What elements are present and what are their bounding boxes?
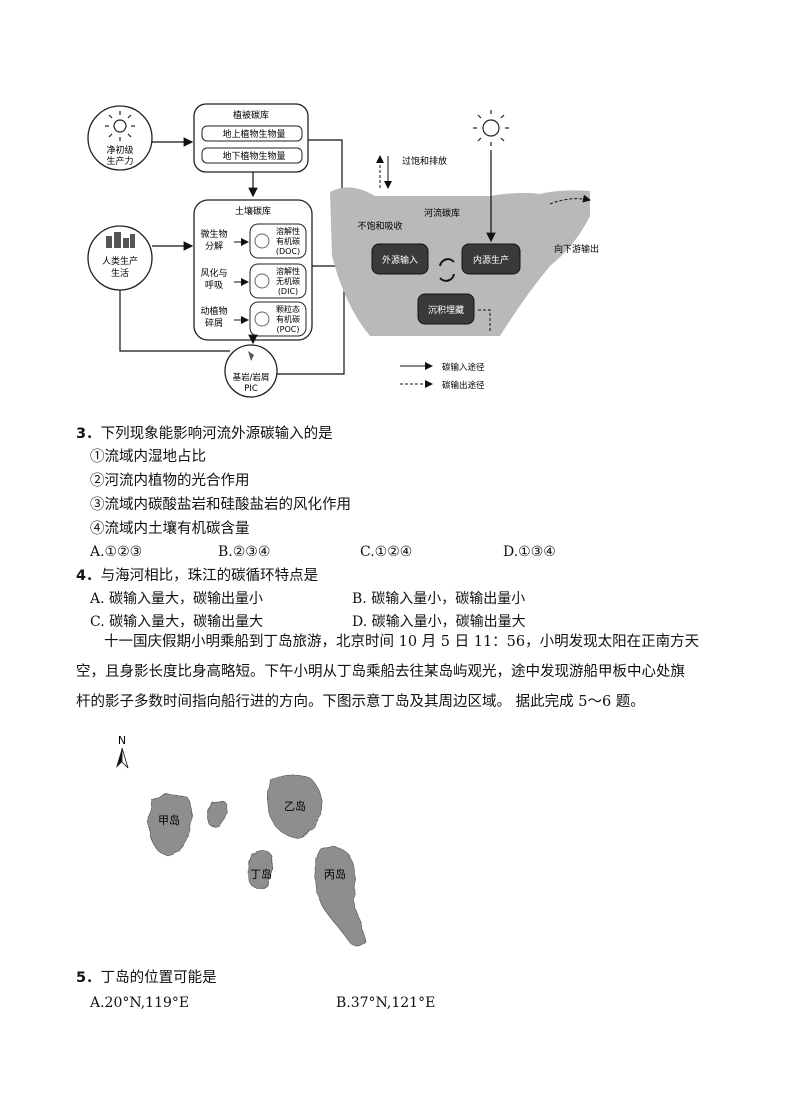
label-jia: 甲岛 (158, 813, 180, 827)
river-pool-title: 河流碳库 (424, 207, 460, 219)
north-arrow-icon: N (116, 734, 129, 769)
q3-option-c[interactable]: C.①②④ (360, 544, 413, 560)
weathering-1: 风化与 (200, 267, 227, 279)
river-pool: 河流碳库 不饱和吸收 外源输入 内源生产 沉积埋藏 (330, 187, 590, 336)
doc-2: 有机碳 (276, 236, 300, 246)
debris-1: 动植物 (200, 305, 227, 317)
q3-item-3: ③流域内碳酸盐岩和硅酸盐岩的风化作用 (90, 497, 351, 513)
q5-number: 5． (76, 970, 101, 986)
debris-2: 碎屑 (205, 317, 223, 329)
q3-item-1: ①流域内湿地占比 (90, 449, 206, 465)
doc-1: 溶解性 (276, 226, 300, 236)
dic-3: (DIC) (278, 287, 298, 296)
label-yi: 乙岛 (284, 799, 306, 813)
q3-option-d[interactable]: D.①③④ (503, 544, 556, 560)
npp-node: 净初级 生产力 (87, 105, 153, 171)
island-map: N 甲岛 乙岛 丁岛 丙岛 (116, 734, 367, 947)
city-icon (106, 232, 135, 248)
legend-in: 碳输入途径 (442, 362, 485, 373)
island-bing (315, 846, 367, 947)
q3-number: 3． (76, 426, 101, 442)
dic-1: 溶解性 (276, 266, 300, 276)
q5-option-a[interactable]: A.20°N,119°E (90, 995, 190, 1011)
human-label-2: 生活 (111, 267, 129, 279)
below-ground-label: 地下植物生物量 (222, 150, 285, 162)
human-label-1: 人类生产 (102, 255, 138, 267)
sun-icon (105, 111, 135, 141)
diagram-legend: 碳输入途径 碳输出途径 (400, 362, 485, 391)
dic-2: 无机碳 (276, 276, 300, 286)
bedrock-label-1: 基岩/岩屑 (233, 372, 270, 383)
sun-icon-right (473, 110, 509, 146)
q3-stem-text: 下列现象能影响河流外源碳输入的是 (100, 426, 333, 442)
q4-stem: 4．与海河相比，珠江的碳循环特点是 (76, 566, 318, 586)
micro-decomp-2: 分解 (205, 240, 223, 252)
vegetation-pool: 植被碳库 地上植物生物量 地下植物生物量 (193, 103, 309, 173)
external-input-label: 外源输入 (382, 254, 418, 266)
micro-decomp-1: 微生物 (200, 228, 227, 240)
npp-label-2: 生产力 (106, 155, 133, 167)
sediment-label: 沉积埋藏 (428, 304, 464, 316)
q3-item-2: ②河流内植物的光合作用 (90, 473, 250, 489)
label-bing: 丙岛 (324, 867, 346, 881)
cycle-arrows-icon (439, 258, 455, 282)
bedrock-label-2: PIC (244, 384, 258, 394)
island-yi (267, 774, 323, 839)
npp-label-1: 净初级 (106, 144, 133, 156)
above-ground-label: 地上植物生物量 (222, 128, 285, 140)
q4-option-a[interactable]: A. 碳输入量大，碳输出量小 (90, 591, 264, 607)
soil-pool-title: 土壤碳库 (235, 205, 271, 217)
vegetation-pool-title: 植被碳库 (233, 109, 269, 121)
poc-1: 颗粒态 (276, 304, 300, 314)
q3-stem: 3．下列现象能影响河流外源碳输入的是 (76, 424, 333, 444)
island-jia (148, 794, 193, 857)
north-label: N (118, 734, 126, 747)
weathering-2: 呼吸 (205, 280, 223, 291)
q4-stem-text: 与海河相比，珠江的碳循环特点是 (100, 568, 319, 584)
passage-line-2: 空，且身影长度比身高略短。下午小明从丁岛乘船去往某岛屿观光，途中发现游船甲板中心… (76, 664, 685, 680)
legend-out: 碳输出途径 (442, 380, 485, 391)
passage-line-1: 十一国庆假期小明乘船到丁岛旅游，北京时间 10 月 5 日 11：56，小明发现… (104, 634, 700, 650)
poc-3: (POC) (277, 325, 300, 334)
q4-option-b[interactable]: B. 碳输入量小，碳输出量小 (352, 591, 526, 607)
downstream-label: 向下游输出 (554, 243, 599, 255)
q5-option-b[interactable]: B.37°N,121°E (336, 995, 436, 1011)
bedrock-node: 基岩/岩屑 PIC (224, 344, 278, 398)
island-ding (247, 850, 273, 889)
q4-option-c[interactable]: C. 碳输入量大，碳输出量大 (90, 614, 264, 630)
doc-3: (DOC) (276, 247, 300, 256)
q3-option-b[interactable]: B.②③④ (218, 544, 271, 560)
supersat-label: 过饱和排放 (402, 155, 447, 167)
unsat-label: 不饱和吸收 (357, 220, 402, 232)
passage-line-3: 杆的影子多数时间指向船行进的方向。下图示意丁岛及其周边区域。 据此完成 5～6 … (76, 694, 645, 710)
q5-stem-text: 丁岛的位置可能是 (100, 970, 217, 986)
poc-2: 有机碳 (276, 314, 300, 324)
q4-option-d[interactable]: D. 碳输入量小，碳输出量大 (352, 614, 526, 630)
q3-item-4: ④流域内土壤有机碳含量 (90, 521, 250, 537)
internal-prod-label: 内源生产 (473, 254, 509, 266)
label-ding: 丁岛 (250, 867, 272, 881)
carbon-cycle-diagram: 净初级 生产力 植被碳库 地上植物生物量 地下植物生物量 人类生产 生活 土壤碳… (87, 103, 599, 398)
soil-pool: 土壤碳库 微生物 分解 风化与 呼吸 动植物 碎屑 溶解性 有机碳 (DOC) … (193, 199, 313, 341)
island-small (207, 800, 229, 828)
q5-stem: 5．丁岛的位置可能是 (76, 968, 217, 988)
human-node: 人类生产 生活 (87, 225, 153, 291)
q4-number: 4． (76, 568, 101, 584)
q3-option-a[interactable]: A.①②③ (90, 544, 143, 560)
